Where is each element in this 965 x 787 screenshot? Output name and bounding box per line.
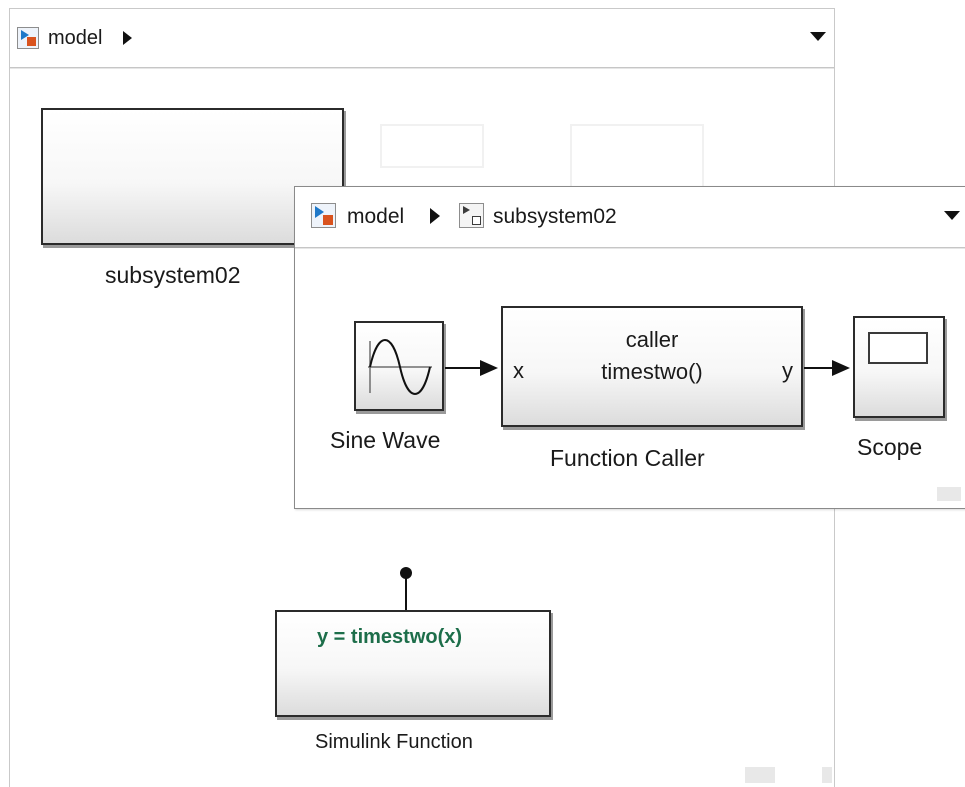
scrollbar-thumb[interactable]: [822, 767, 832, 783]
model-icon[interactable]: [311, 203, 336, 228]
signal-line[interactable]: [804, 367, 834, 369]
subsystem-editor-window: model subsystem02 Sine Wave x y caller: [294, 186, 965, 509]
function-caller-label: Function Caller: [550, 445, 705, 471]
subsystem02-block[interactable]: [41, 108, 344, 245]
explorer-bar: model: [10, 9, 834, 68]
subsystem-icon[interactable]: [459, 203, 484, 228]
signal-arrow-icon: [480, 360, 498, 376]
sine-wave-icon: [368, 339, 432, 395]
breadcrumb-model[interactable]: model: [48, 27, 103, 49]
background-artifact: [380, 124, 484, 168]
background-artifact: [570, 124, 704, 188]
caller-function-name: timestwo(): [601, 359, 703, 384]
breadcrumb-separator-icon[interactable]: [123, 31, 132, 45]
caller-line: caller: [625, 327, 679, 352]
breadcrumb-subsystem02[interactable]: subsystem02: [493, 205, 617, 228]
model-icon[interactable]: [17, 27, 39, 49]
breadcrumb-model[interactable]: model: [347, 205, 405, 228]
scope-screen-icon: [868, 332, 928, 364]
scrollbar-thumb[interactable]: [745, 767, 775, 783]
dropdown-caret-icon[interactable]: [810, 32, 826, 41]
explorer-bar: model subsystem02: [295, 187, 965, 248]
output-port-y: y: [782, 358, 793, 383]
input-port-x: x: [513, 358, 524, 383]
signal-line[interactable]: [445, 367, 481, 369]
scrollbar-thumb[interactable]: [937, 487, 961, 501]
breadcrumb-separator-icon[interactable]: [430, 208, 440, 224]
function-trigger-line: [405, 575, 407, 611]
signal-arrow-icon: [832, 360, 850, 376]
function-caller-block[interactable]: x y caller timestwo(): [501, 306, 803, 427]
scope-block[interactable]: [853, 316, 945, 418]
dropdown-caret-icon[interactable]: [944, 211, 960, 220]
function-signature: y = timestwo(x): [317, 626, 463, 648]
sine-wave-block[interactable]: [354, 321, 444, 411]
subsystem02-label: subsystem02: [105, 262, 241, 288]
scope-label: Scope: [857, 434, 923, 460]
simulink-function-block[interactable]: y = timestwo(x): [275, 610, 551, 717]
sine-wave-label: Sine Wave: [330, 427, 441, 453]
caller-text: caller timestwo(): [503, 324, 801, 388]
function-trigger-port[interactable]: [400, 567, 412, 579]
simulink-function-label: Simulink Function: [315, 731, 473, 753]
